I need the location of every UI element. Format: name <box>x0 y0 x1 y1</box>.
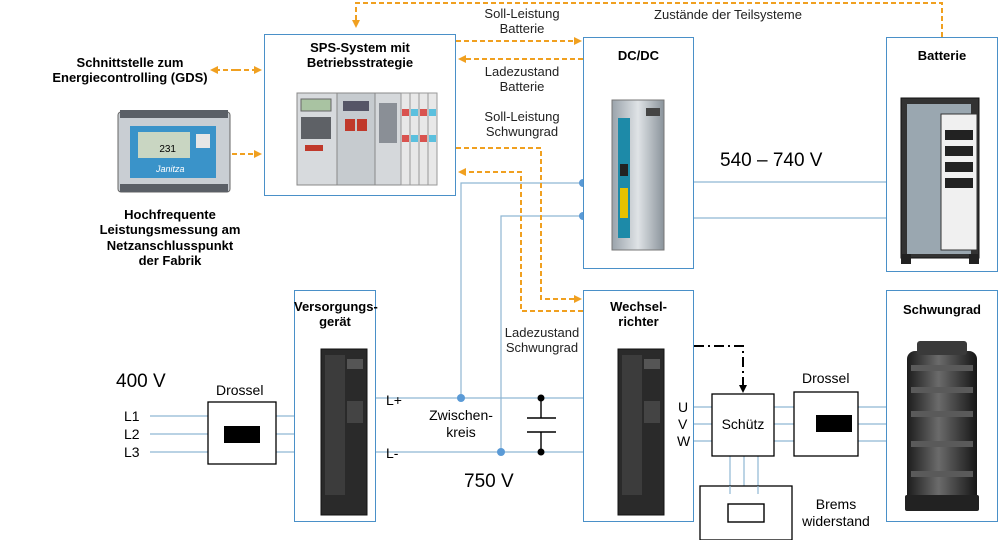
voltage-battery-label: 540 – 740 V <box>720 150 823 171</box>
lplus-label: L+ <box>386 392 402 408</box>
ladezustand-schwungrad-label: Ladezustand Schwungrad <box>504 325 580 356</box>
sps-box <box>264 34 456 196</box>
battery-cabinet-image <box>900 97 980 264</box>
phase-l3-label: L3 <box>124 444 140 460</box>
phase-u-label: U <box>678 399 689 415</box>
messung-label: Hochfrequente Leistungsmessung am Netzan… <box>99 207 241 268</box>
brake-resistor-box <box>699 485 793 540</box>
phase-v-label: V <box>678 416 688 432</box>
wechselrichter-box <box>583 290 694 522</box>
dcdc-device-image <box>611 99 665 251</box>
versorgung-title: Versorgungs- gerät <box>294 299 378 330</box>
signal-lines <box>210 2 943 312</box>
power-wires <box>150 181 886 514</box>
meter-reading: 231 <box>159 144 176 155</box>
batterie-title: Batterie <box>917 48 967 63</box>
schuetz-box <box>711 393 775 457</box>
soll-schwungrad-label: Soll-Leistung Schwungrad <box>484 109 560 140</box>
drossel-left-core <box>224 426 260 443</box>
schwungrad-title: Schwungrad <box>902 302 981 317</box>
node-lplus <box>457 394 465 402</box>
sps-plc-image <box>296 92 438 186</box>
energy-meter-image: 231 Janitza <box>117 110 231 193</box>
meter-brand: Janitza <box>155 164 185 174</box>
drossel-right-label: Drossel <box>802 370 850 386</box>
voltage-750-label: 750 V <box>464 471 514 492</box>
gds-label: Schnittstelle zum Energiecontrolling (GD… <box>52 55 208 86</box>
sps-title: SPS-System mit Betriebsstrategie <box>306 40 414 71</box>
phase-l1-label: L1 <box>124 408 140 424</box>
phase-w-label: W <box>677 433 691 449</box>
lminus-label: L- <box>386 445 399 461</box>
voltage-400-label: 400 V <box>116 371 166 392</box>
flywheel-image <box>905 341 979 511</box>
zustaende-label: Zustände der Teilsysteme <box>654 7 802 22</box>
versorgung-device-image <box>320 348 368 516</box>
capacitor-node-bottom <box>537 448 545 456</box>
phase-l2-label: L2 <box>124 426 140 442</box>
drossel-left-label: Drossel <box>216 382 264 398</box>
capacitor-node-top <box>537 394 545 402</box>
schuetz-label: Schütz <box>721 416 765 432</box>
versorgung-box <box>294 290 376 522</box>
batterie-box <box>886 37 998 272</box>
ladezustand-batterie-label: Ladezustand Batterie <box>484 64 560 95</box>
zwischenkreis-label: Zwischen- kreis <box>429 407 493 440</box>
dcdc-box <box>583 37 694 269</box>
schwungrad-box <box>886 290 998 522</box>
schuetz-control-line <box>694 345 747 393</box>
drossel-right-core <box>816 415 852 432</box>
node-lminus <box>497 448 505 456</box>
bremswiderstand-label: Brems widerstand <box>802 496 870 529</box>
wechselrichter-title: Wechsel- richter <box>610 299 667 330</box>
brake-resistor-symbol <box>727 503 765 523</box>
dcdc-title: DC/DC <box>617 48 660 63</box>
dc-link-capacitor <box>527 398 556 452</box>
wechselrichter-device-image <box>617 348 665 516</box>
soll-batterie-label: Soll-Leistung Batterie <box>484 6 560 37</box>
